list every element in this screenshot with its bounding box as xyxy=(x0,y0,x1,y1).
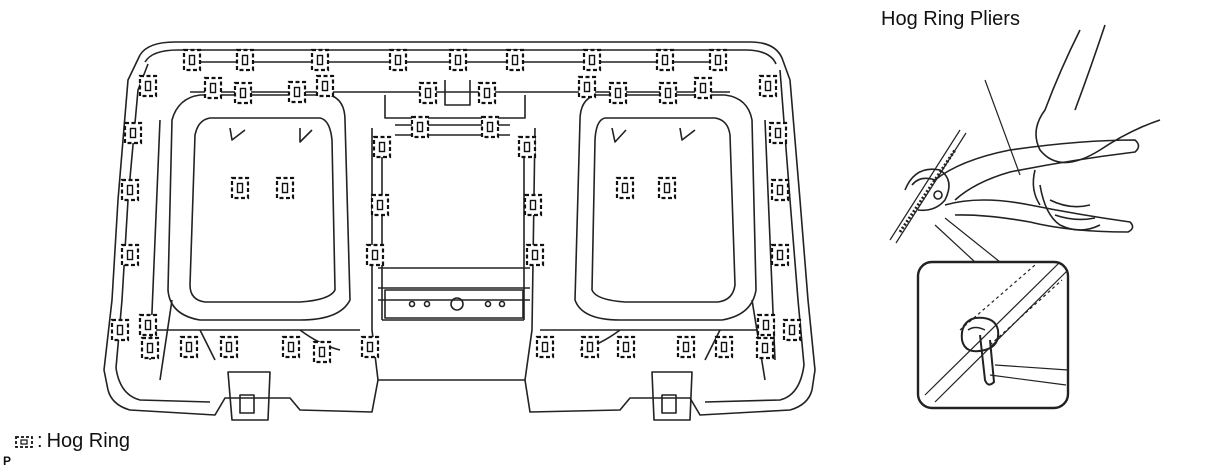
page-code: P xyxy=(3,454,12,468)
hog-ring-pliers-label: Hog Ring Pliers xyxy=(881,8,1020,30)
hog-ring-pliers-illustration xyxy=(889,24,1161,263)
hog-ring-marker-icon xyxy=(15,435,33,448)
legend-label: Hog Ring xyxy=(46,430,130,452)
legend-separator: : xyxy=(37,430,43,452)
hog-ring-detail-inset xyxy=(916,260,1070,410)
hog-ring-markers xyxy=(110,48,802,364)
legend: : Hog Ring xyxy=(14,430,130,453)
